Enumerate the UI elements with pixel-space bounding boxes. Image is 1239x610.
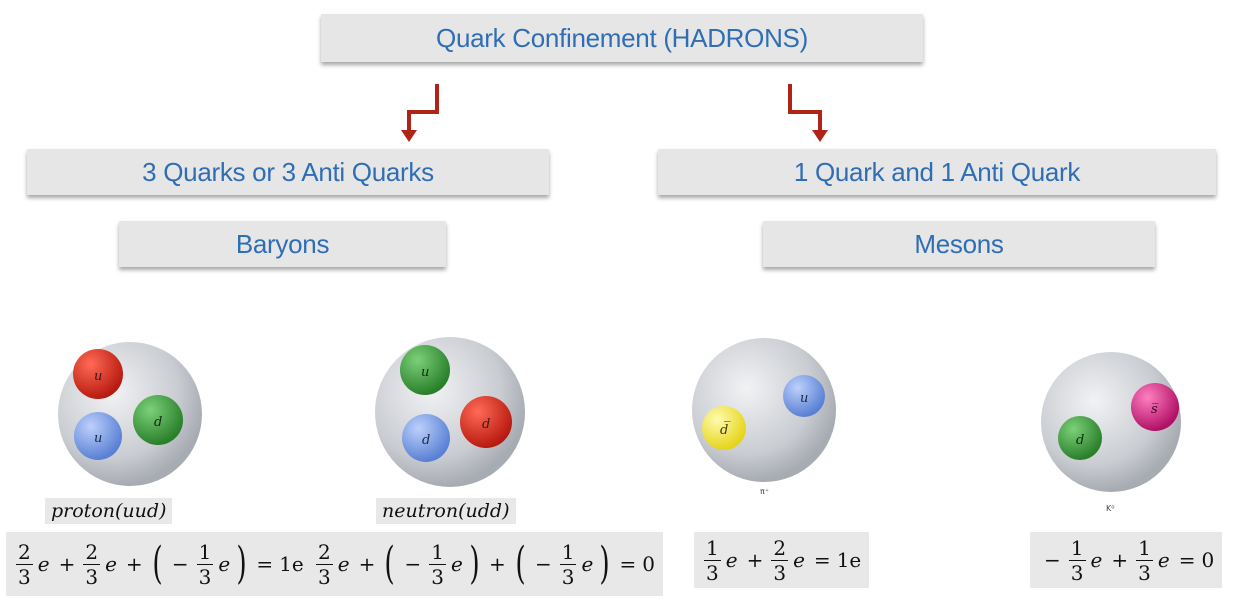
proton-quark-3 xyxy=(133,395,183,445)
pion-symbol: π⁺ xyxy=(760,487,769,496)
kaon-quark-2 xyxy=(1131,383,1179,431)
kaon-charge-result: 0 xyxy=(1201,548,1215,572)
kaon-quark-1-label: d xyxy=(1076,433,1084,448)
left-paren: ( xyxy=(384,538,396,589)
neutron-caption-text: neutron(udd) xyxy=(382,500,510,522)
right-paren: ) xyxy=(599,538,611,589)
right-paren: ) xyxy=(236,538,247,589)
proton-quark-2-label: u xyxy=(94,431,102,446)
arrow-right-icon xyxy=(788,84,828,142)
proton-caption: proton(uud) xyxy=(45,498,173,524)
arrow-left-icon xyxy=(401,84,439,142)
pion-quark-1-label: d̅ xyxy=(720,421,730,438)
meson-composition-text: 1 Quark and 1 Anti Quark xyxy=(793,156,1081,187)
pion-quark-1 xyxy=(702,406,746,450)
baryon-composition-box: 3 Quarks or 3 Anti Quarks xyxy=(27,149,549,195)
neutron-quark-1 xyxy=(400,345,450,395)
neutron-quark-2-label: d xyxy=(422,433,430,448)
kaon-symbol: K⁰ xyxy=(1106,504,1114,513)
pion-quark-2-label: u xyxy=(800,391,808,406)
proton-charge-result: 1e xyxy=(279,552,304,576)
title-text: Quark Confinement (HADRONS) xyxy=(436,22,808,53)
proton-caption-text: proton(uud) xyxy=(51,500,167,522)
right-paren: ) xyxy=(469,538,480,589)
pion-quark-2 xyxy=(783,375,825,417)
neutron-charge-result: 0 xyxy=(642,552,655,576)
proton-quark-1-label: u xyxy=(94,369,102,384)
neutron-quark-3-label: d xyxy=(482,417,490,432)
kaon-illustration: d s̅ K⁰ xyxy=(1041,352,1181,513)
neutron-quark-2 xyxy=(402,414,450,462)
neutron-caption: neutron(udd) xyxy=(376,498,516,524)
baryons-text: Baryons xyxy=(235,228,330,259)
left-paren: ( xyxy=(152,538,163,589)
kaon-quark-1 xyxy=(1058,416,1102,460)
title-box: Quark Confinement (HADRONS) xyxy=(321,14,923,62)
baryon-composition-text: 3 Quarks or 3 Anti Quarks xyxy=(142,156,434,187)
mesons-text: Mesons xyxy=(914,228,1004,259)
meson-composition-box: 1 Quark and 1 Anti Quark xyxy=(658,149,1216,195)
kaon-quark-2-label: s̅ xyxy=(1151,402,1158,417)
neutron-illustration: u d d xyxy=(375,337,525,487)
proton-illustration: u u d xyxy=(58,342,202,486)
neutron-quark-1-label: u xyxy=(421,365,429,380)
proton-quark-1 xyxy=(73,349,123,399)
baryons-box: Baryons xyxy=(119,221,446,267)
mesons-box: Mesons xyxy=(763,221,1155,267)
left-paren: ( xyxy=(515,538,526,589)
pion-illustration: d̅ u π⁺ xyxy=(692,338,836,496)
proton-quark-3-label: d xyxy=(154,415,162,430)
neutron-quark-3 xyxy=(460,396,512,448)
proton-quark-2 xyxy=(74,412,122,460)
pion-charge-result: 1e xyxy=(836,548,862,572)
